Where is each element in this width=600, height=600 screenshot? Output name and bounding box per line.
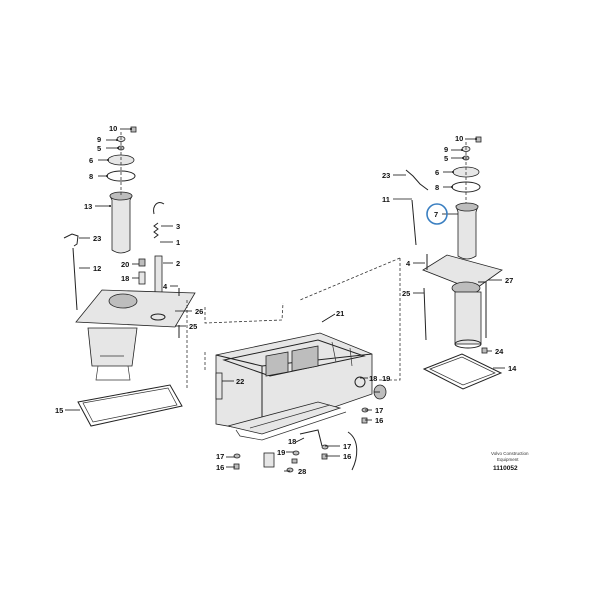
callout-9: 9 bbox=[444, 145, 448, 154]
hydraulic-tank bbox=[204, 257, 401, 473]
filter-element bbox=[455, 205, 479, 260]
magnetic-plug bbox=[263, 452, 275, 468]
callout-11: 11 bbox=[382, 195, 390, 204]
dipstick bbox=[72, 247, 78, 311]
callout-7: 7 bbox=[434, 210, 438, 219]
callout-17: 17 bbox=[343, 442, 351, 451]
plug bbox=[481, 347, 488, 354]
strainer-housing bbox=[87, 327, 138, 367]
callout-24: 24 bbox=[495, 347, 504, 356]
callout-16: 16 bbox=[216, 463, 224, 472]
callout-14: 14 bbox=[508, 364, 517, 373]
callout-27: 27 bbox=[505, 276, 513, 285]
callout-18: 18 bbox=[121, 274, 129, 283]
spring bbox=[153, 222, 159, 239]
mounting-plate bbox=[75, 289, 196, 328]
callout-16: 16 bbox=[375, 416, 383, 425]
plate-hole bbox=[150, 313, 166, 321]
callout-21: 21 bbox=[336, 309, 344, 318]
callout-17: 17 bbox=[216, 452, 224, 461]
callout-5: 5 bbox=[444, 154, 448, 163]
inlet-pipe bbox=[215, 372, 223, 400]
base-gasket-inner bbox=[429, 356, 496, 386]
callout-1: 1 bbox=[176, 238, 180, 247]
dipstick bbox=[423, 287, 427, 341]
callout-3: 3 bbox=[176, 222, 180, 231]
document-number: 1110052 bbox=[493, 465, 518, 472]
drain-hose bbox=[347, 431, 358, 471]
base-gasket bbox=[77, 384, 183, 427]
callout-22: 22 bbox=[236, 377, 244, 386]
callout-12: 12 bbox=[93, 264, 101, 273]
callout-6: 6 bbox=[435, 168, 439, 177]
callout-15: 15 bbox=[55, 406, 63, 415]
callout-25: 25 bbox=[402, 289, 410, 298]
left-filter-assembly bbox=[63, 126, 196, 427]
callout-19: 19 bbox=[277, 448, 285, 457]
callout-10: 10 bbox=[109, 124, 117, 133]
plate-port bbox=[108, 293, 138, 309]
plug-bottom bbox=[291, 458, 298, 464]
projection-line bbox=[299, 257, 401, 381]
callout-8: 8 bbox=[435, 183, 439, 192]
callout-25: 25 bbox=[189, 322, 197, 331]
callout-18: 18 bbox=[288, 437, 296, 446]
canister-bottom bbox=[454, 339, 482, 349]
publisher-note-line1: Volvo Construction bbox=[491, 451, 529, 456]
callout-19: 19 bbox=[382, 374, 390, 383]
valve bbox=[138, 258, 146, 267]
callout-5: 5 bbox=[97, 144, 101, 153]
callout-2: 2 bbox=[176, 259, 180, 268]
callout-23: 23 bbox=[382, 171, 390, 180]
callout-18: 18 bbox=[369, 374, 377, 383]
plug-16 bbox=[361, 417, 368, 424]
callout-6: 6 bbox=[89, 156, 93, 165]
callout-26: 26 bbox=[195, 307, 203, 316]
callout-17: 17 bbox=[375, 406, 383, 415]
drain-cap bbox=[354, 376, 366, 388]
plug-16b bbox=[233, 463, 240, 470]
callout-20: 20 bbox=[121, 260, 129, 269]
baffle bbox=[291, 345, 319, 372]
callout-28: 28 bbox=[298, 467, 306, 476]
return-pipe bbox=[478, 281, 487, 338]
highlight-ring bbox=[426, 203, 448, 225]
right-filter-assembly bbox=[405, 136, 503, 390]
filter-canister bbox=[454, 291, 482, 345]
hose bbox=[153, 202, 165, 215]
callout-23: 23 bbox=[93, 234, 101, 243]
baffle bbox=[265, 351, 289, 377]
baffle-lines bbox=[331, 341, 353, 367]
leader-dots bbox=[106, 128, 477, 207]
callout-4: 4 bbox=[406, 259, 411, 268]
tank-top bbox=[222, 339, 366, 377]
callout-13: 13 bbox=[84, 202, 92, 211]
breather-tube bbox=[411, 199, 417, 246]
breather-wire bbox=[405, 169, 429, 191]
callout-labels: 10 9 5 6 8 13 23 12 3 1 2 20 18 4 26 25 … bbox=[55, 124, 517, 476]
callout-16: 16 bbox=[343, 452, 351, 461]
washer-19 bbox=[292, 450, 300, 456]
publisher-note-line2: Equipment bbox=[497, 457, 519, 462]
washer-17b bbox=[233, 453, 241, 459]
plug-16c bbox=[321, 453, 328, 460]
connector bbox=[138, 271, 146, 285]
callout-8: 8 bbox=[89, 172, 93, 181]
projection-line bbox=[204, 302, 284, 324]
callout-10: 10 bbox=[455, 134, 463, 143]
filter-top bbox=[455, 202, 479, 212]
strainer-bottom bbox=[95, 355, 131, 381]
base-gasket-inner bbox=[82, 387, 178, 423]
base-gasket bbox=[422, 353, 503, 390]
sensor-wire bbox=[63, 233, 79, 247]
callout-9: 9 bbox=[97, 135, 101, 144]
leader-lines bbox=[65, 128, 505, 472]
drain-elbow bbox=[299, 429, 323, 447]
filter-element bbox=[109, 195, 133, 254]
trough-lines bbox=[235, 404, 347, 441]
callout-4: 4 bbox=[163, 282, 168, 291]
